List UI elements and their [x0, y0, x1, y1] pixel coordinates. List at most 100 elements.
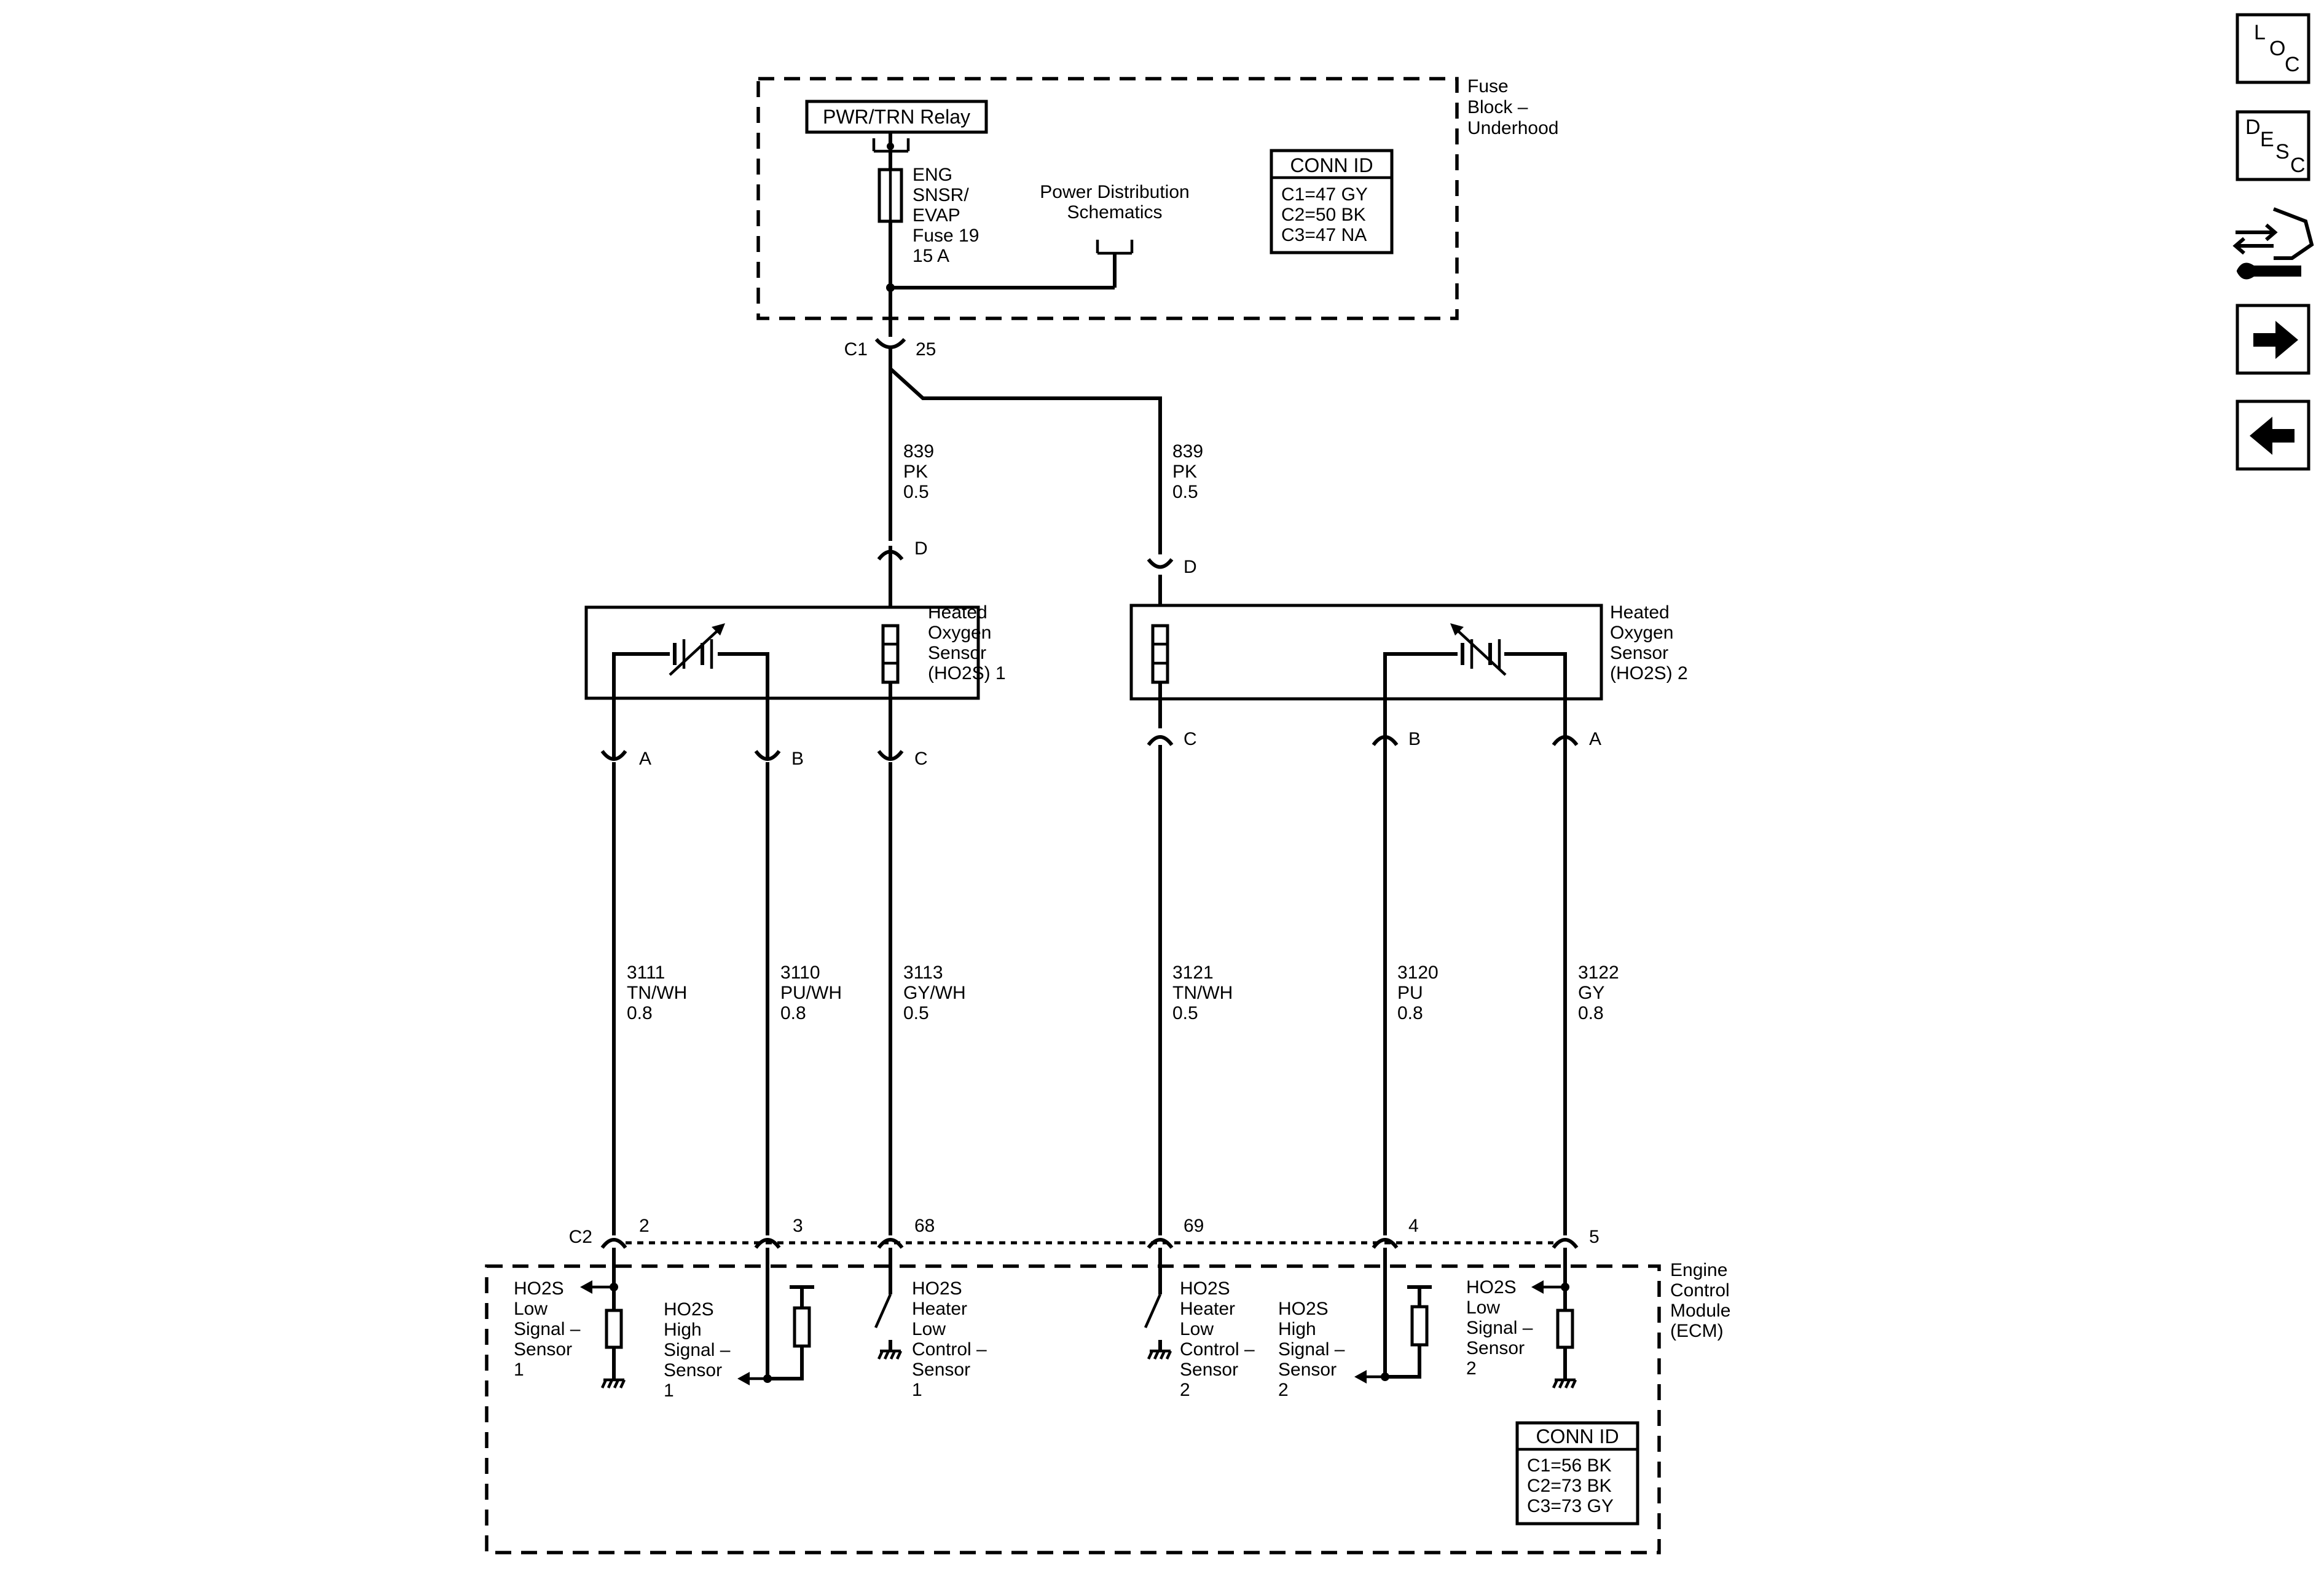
svg-text:C1: C1 — [844, 339, 868, 360]
svg-text:3122: 3122 — [1578, 963, 1619, 983]
svg-text:839: 839 — [903, 441, 934, 462]
connector-c2: C2 2 3 68 69 4 5 — [569, 1216, 1600, 1249]
ground-icon — [1147, 1349, 1172, 1360]
svg-text:4: 4 — [1408, 1216, 1419, 1236]
svg-text:2: 2 — [1466, 1358, 1477, 1379]
svg-text:3120: 3120 — [1397, 963, 1439, 983]
svg-text:GY: GY — [1578, 983, 1604, 1003]
sensor-2-pin-c-connector: C — [1147, 699, 1197, 749]
svg-text:Low: Low — [1180, 1319, 1214, 1339]
svg-text:HO2S: HO2S — [1466, 1277, 1517, 1297]
fuse-block-label-3: Underhood — [1467, 118, 1558, 138]
sensor-1-pin-a-connector: A — [600, 738, 651, 769]
pwr-trn-relay: PWR/TRN Relay — [805, 100, 988, 134]
wire-3122: 3122 GY 0.8 — [1563, 734, 1619, 1235]
svg-text:Oxygen: Oxygen — [1610, 623, 1673, 643]
svg-text:Power Distribution: Power Distribution — [1040, 182, 1189, 202]
svg-text:(HO2S) 1: (HO2S) 1 — [928, 663, 1006, 683]
ecm-ho2s-low-signal-sensor-1: HO2S Low Signal – Sensor 1 — [514, 1248, 626, 1388]
svg-text:Low: Low — [912, 1319, 946, 1339]
svg-text:S: S — [2275, 140, 2290, 163]
svg-text:Heated: Heated — [928, 602, 987, 623]
sensor-2-variable-cell-icon — [1383, 623, 1567, 738]
ground-icon — [600, 1378, 626, 1388]
ecm-ho2s-heater-low-control-sensor-1: HO2S Heater Low Control – Sensor 1 — [874, 1248, 987, 1400]
svg-text:C: C — [1184, 729, 1197, 749]
svg-text:1: 1 — [912, 1380, 922, 1400]
feed-wire-839-right: 839 PK 0.5 — [889, 367, 1203, 554]
loc-button[interactable]: L O C — [2236, 13, 2310, 84]
svg-text:0.8: 0.8 — [780, 1003, 806, 1023]
sensor-2-pin-a-connector: A — [1552, 729, 1601, 749]
svg-text:C3=73 GY: C3=73 GY — [1527, 1496, 1614, 1516]
fuse-block-underhood: Fuse Block – Underhood — [756, 76, 1558, 320]
svg-text:B: B — [791, 749, 804, 769]
svg-text:Sensor: Sensor — [1466, 1338, 1525, 1358]
svg-text:25: 25 — [916, 339, 936, 360]
arrow-right-icon — [2253, 321, 2298, 359]
svg-text:GY/WH: GY/WH — [903, 983, 966, 1003]
heated-oxygen-sensor-2: Heated Oxygen Sensor (HO2S) 2 — [1129, 602, 1688, 738]
svg-text:TN/WH: TN/WH — [1172, 983, 1233, 1003]
heated-oxygen-sensor-1: Heated Oxygen Sensor (HO2S) 1 — [584, 602, 1006, 738]
svg-text:0.8: 0.8 — [1578, 1003, 1604, 1023]
feed-wire-839-left: 839 PK 0.5 — [889, 363, 934, 541]
previous-page-button[interactable] — [2236, 400, 2310, 471]
svg-text:2: 2 — [1180, 1380, 1190, 1400]
svg-text:SNSR/: SNSR/ — [913, 185, 969, 205]
svg-text:O: O — [2269, 37, 2285, 60]
svg-text:C2=50 BK: C2=50 BK — [1281, 205, 1366, 225]
svg-text:Signal –: Signal – — [1466, 1318, 1533, 1338]
sensor-2-pin-b-connector: B — [1372, 729, 1421, 749]
svg-text:L: L — [2254, 21, 2266, 44]
sensor-1-pin-c-connector: C — [877, 698, 928, 769]
svg-text:C: C — [914, 749, 928, 769]
svg-text:1: 1 — [514, 1360, 524, 1380]
svg-text:15 A: 15 A — [913, 246, 949, 266]
c2-pin-2: 2 — [600, 1216, 650, 1249]
svg-text:HO2S: HO2S — [664, 1299, 714, 1320]
c2-pin-68: 68 — [877, 1216, 935, 1249]
svg-text:Sensor: Sensor — [912, 1360, 970, 1380]
c2-pin-4: 4 — [1372, 1216, 1419, 1249]
svg-text:Signal –: Signal – — [1278, 1339, 1345, 1360]
svg-text:Control –: Control – — [1180, 1339, 1255, 1360]
svg-text:(HO2S) 2: (HO2S) 2 — [1610, 663, 1688, 683]
next-page-button[interactable] — [2236, 304, 2310, 375]
svg-text:Module: Module — [1670, 1301, 1730, 1321]
connector-wrench-icon[interactable] — [2232, 207, 2314, 280]
c2-pin-5: 5 — [1552, 1227, 1600, 1249]
svg-text:TN/WH: TN/WH — [627, 983, 687, 1003]
svg-text:3110: 3110 — [780, 963, 820, 983]
svg-text:A: A — [1589, 729, 1601, 749]
power-distribution-reference: Power Distribution Schematics — [886, 182, 1190, 292]
wire-3121: 3121 TN/WH 0.5 — [1158, 745, 1233, 1235]
svg-text:3: 3 — [793, 1216, 803, 1236]
svg-text:Heated: Heated — [1610, 602, 1670, 623]
svg-text:High: High — [1278, 1319, 1316, 1339]
ecm-ho2s-high-signal-sensor-2: HO2S High Signal – Sensor 2 — [1278, 1248, 1432, 1400]
svg-text:0.8: 0.8 — [627, 1003, 653, 1023]
svg-text:Signal –: Signal – — [514, 1319, 581, 1339]
svg-text:1: 1 — [664, 1380, 674, 1401]
svg-text:0.5: 0.5 — [903, 1003, 929, 1023]
svg-text:Low: Low — [1466, 1297, 1500, 1318]
arrow-left-icon — [2250, 417, 2295, 455]
sensor-1-heater-icon — [881, 624, 900, 684]
svg-text:HO2S: HO2S — [1278, 1299, 1329, 1319]
wire-3113: 3113 GY/WH 0.5 — [889, 762, 966, 1235]
ground-icon — [877, 1349, 903, 1360]
svg-text:839: 839 — [1172, 441, 1203, 462]
svg-text:Low: Low — [514, 1299, 548, 1319]
svg-text:PK: PK — [903, 462, 928, 482]
sensor-1-variable-cell-icon — [612, 623, 769, 738]
svg-text:Engine: Engine — [1670, 1260, 1727, 1280]
svg-text:5: 5 — [1589, 1227, 1600, 1247]
svg-text:0.5: 0.5 — [903, 482, 929, 502]
svg-text:2: 2 — [1278, 1380, 1289, 1400]
desc-button[interactable]: D E S C — [2236, 110, 2310, 181]
svg-text:C1=47 GY: C1=47 GY — [1281, 184, 1368, 205]
svg-text:PK: PK — [1172, 462, 1197, 482]
svg-text:69: 69 — [1184, 1216, 1204, 1236]
ecm-ho2s-heater-low-control-sensor-2: HO2S Heater Low Control – Sensor 2 — [1144, 1248, 1255, 1400]
